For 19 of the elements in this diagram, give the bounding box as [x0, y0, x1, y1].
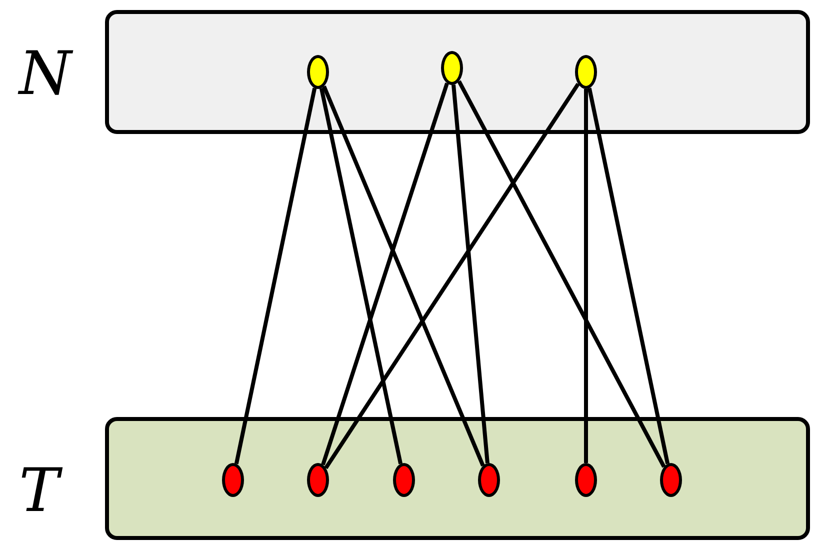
connector-line — [319, 88, 403, 464]
connector-line — [457, 80, 666, 468]
vertex-dot — [222, 463, 244, 497]
connector-line — [322, 86, 485, 466]
vertex-dot — [307, 55, 329, 89]
vertex-dot — [575, 463, 597, 497]
vertex-dot — [478, 463, 500, 497]
connector-line — [234, 88, 317, 464]
vertex-dot — [660, 463, 682, 497]
vertex-dot — [441, 51, 463, 85]
vertex-dot — [307, 463, 329, 497]
set-label: N — [19, 44, 72, 104]
connector-line — [321, 82, 449, 466]
vertex-dot — [575, 55, 597, 89]
vertex-dot — [393, 463, 415, 497]
connector-line — [452, 84, 490, 464]
connector-line — [324, 82, 580, 470]
connector-line — [587, 88, 670, 464]
connector-line — [584, 89, 588, 463]
